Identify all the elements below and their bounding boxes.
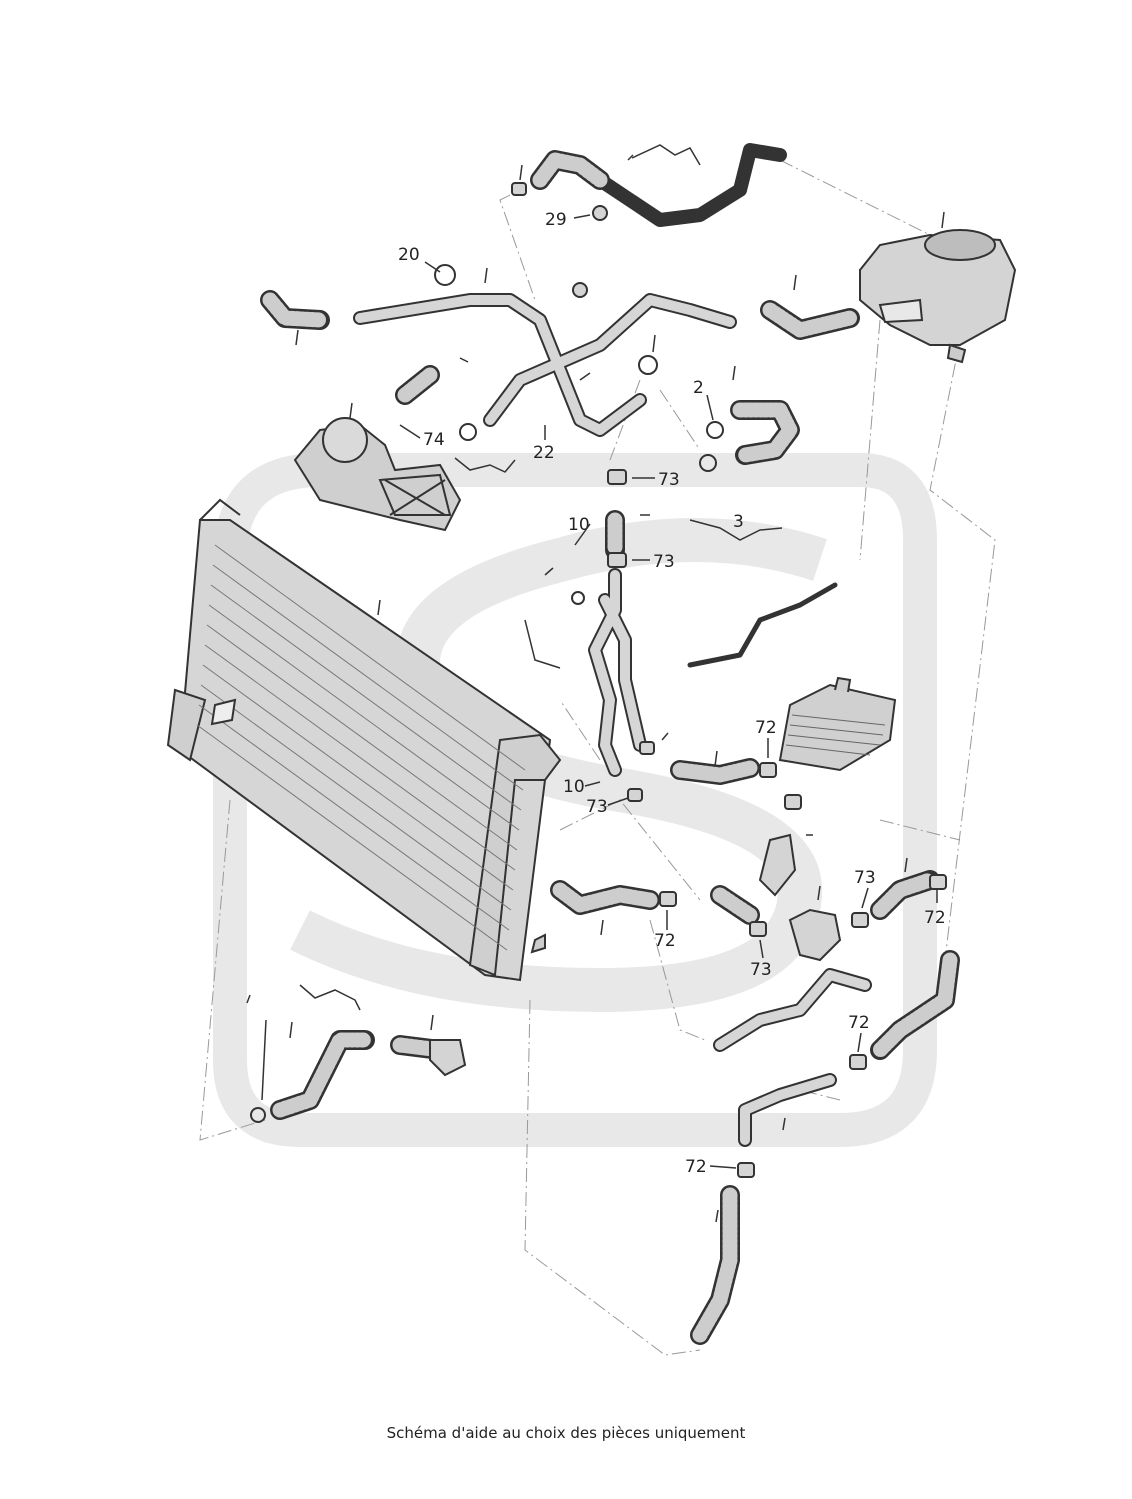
callout-10-b: 10 (563, 777, 585, 797)
callout-pointers (399, 214, 938, 1169)
callout-3: 3 (733, 512, 744, 532)
radiator (166, 498, 562, 982)
callout-72-b: 72 (924, 908, 946, 928)
callout-73-e: 73 (750, 960, 772, 980)
diagram-caption: Schéma d'aide au choix des pièces unique… (386, 1424, 746, 1442)
callout-2: 2 (693, 378, 704, 398)
callout-72-a: 72 (755, 718, 777, 738)
watermark-logo (213, 453, 937, 1147)
thermostat-housing (293, 417, 462, 532)
callout-73-d: 73 (854, 868, 876, 888)
callout-29: 29 (545, 210, 567, 230)
tick-leaders (246, 154, 945, 1223)
callout-73-a: 73 (658, 470, 680, 490)
callouts: 29 20 74 22 2 73 3 10 73 72 10 73 73 72 … (398, 210, 946, 1177)
callout-22: 22 (533, 443, 555, 463)
callout-73-b: 73 (653, 552, 675, 572)
callout-72-c: 72 (654, 931, 676, 951)
metal-pipes-fill (355, 295, 870, 1145)
callout-73-c: 73 (586, 797, 608, 817)
expansion-tank (859, 229, 1017, 364)
callout-72-d: 72 (848, 1013, 870, 1033)
callout-20: 20 (398, 245, 420, 265)
small-parts (250, 182, 947, 1178)
callout-74: 74 (423, 430, 445, 450)
callout-10-a: 10 (568, 515, 590, 535)
group-braces (299, 144, 783, 1011)
oil-cooler (778, 676, 897, 772)
callout-72-e: 72 (685, 1157, 707, 1177)
thin-lines (597, 147, 838, 668)
